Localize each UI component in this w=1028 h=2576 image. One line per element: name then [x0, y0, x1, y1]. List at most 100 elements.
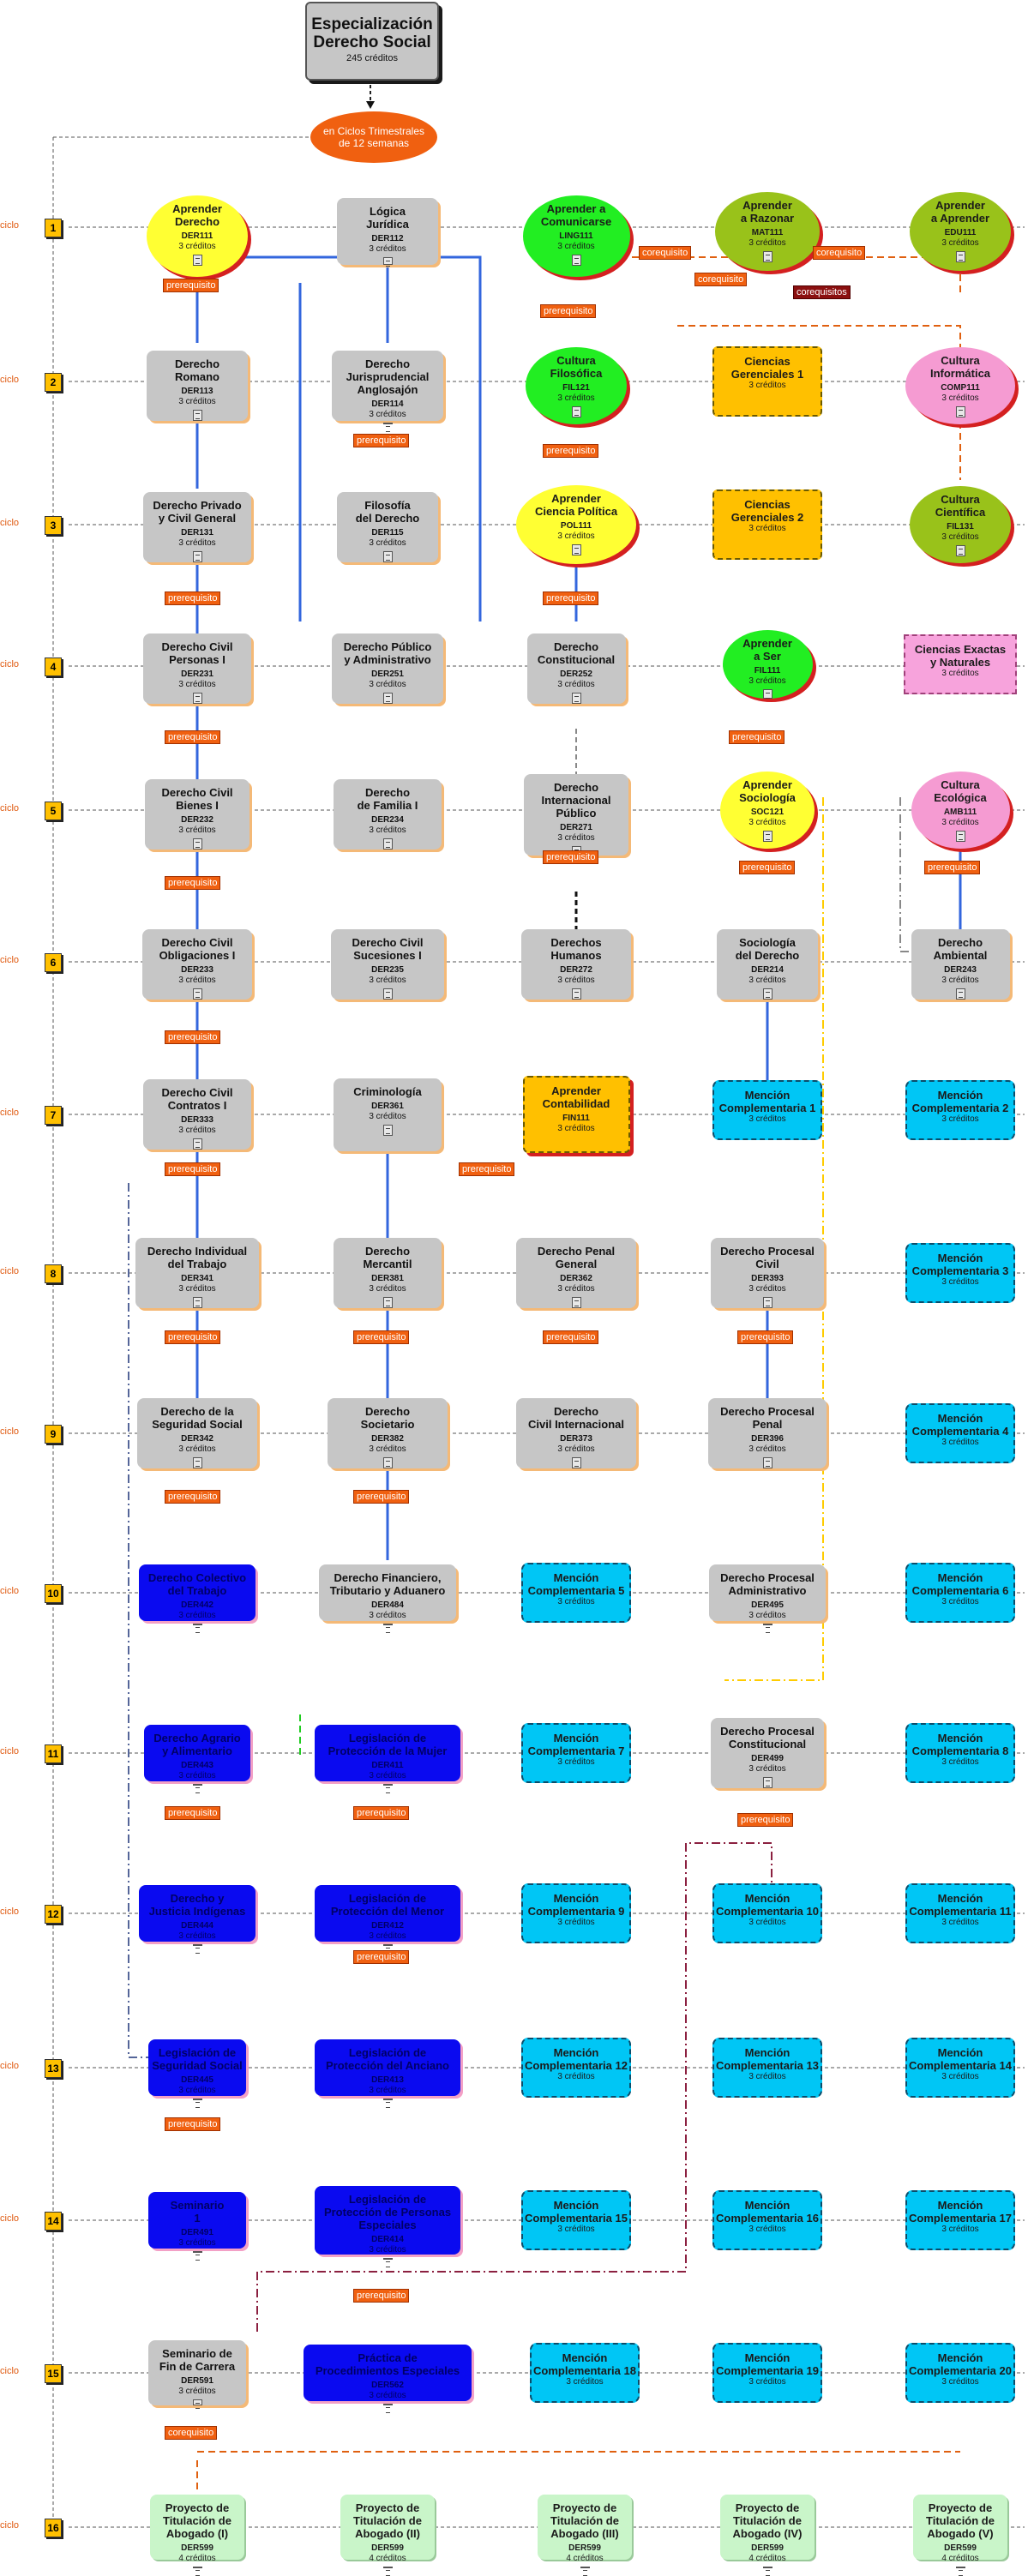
document-icon[interactable] [955, 251, 965, 262]
document-icon[interactable] [955, 988, 965, 1000]
document-icon[interactable] [571, 1457, 581, 1468]
course-node[interactable]: Derecho Financiero,Tributario y Aduanero… [319, 1564, 456, 1633]
document-icon[interactable] [382, 1944, 393, 1954]
document-icon[interactable] [192, 1624, 202, 1633]
document-icon[interactable] [382, 2404, 393, 2413]
document-icon[interactable] [192, 1784, 202, 1793]
document-icon[interactable] [571, 1297, 581, 1308]
document-icon[interactable] [192, 2251, 202, 2261]
document-icon[interactable] [382, 2099, 393, 2108]
document-icon[interactable] [382, 1624, 393, 1633]
document-icon[interactable] [762, 2567, 773, 2576]
document-icon[interactable] [571, 988, 581, 1000]
document-icon[interactable] [762, 1624, 773, 1633]
document-icon[interactable] [382, 1297, 393, 1308]
document-icon[interactable] [192, 254, 202, 266]
document-icon[interactable] [571, 406, 581, 417]
document-icon[interactable] [192, 988, 202, 1000]
document-icon[interactable] [955, 545, 965, 556]
document-icon[interactable] [192, 551, 202, 562]
document-icon[interactable] [382, 838, 393, 850]
document-icon[interactable] [571, 693, 581, 704]
document-icon[interactable] [762, 1297, 773, 1308]
document-icon[interactable] [382, 1784, 393, 1793]
document-icon[interactable] [192, 2099, 202, 2108]
document-icon[interactable] [382, 1457, 393, 1468]
document-icon[interactable] [762, 689, 773, 699]
document-icon[interactable] [382, 988, 393, 1000]
document-icon[interactable] [955, 406, 965, 417]
document-icon[interactable] [192, 2567, 202, 2576]
document-icon[interactable] [382, 423, 393, 432]
document-icon[interactable] [192, 838, 202, 850]
document-icon[interactable] [571, 544, 581, 555]
document-icon[interactable] [382, 551, 393, 562]
document-icon[interactable] [192, 1138, 202, 1150]
document-icon[interactable] [762, 251, 773, 262]
document-icon[interactable] [382, 2258, 393, 2267]
document-icon[interactable] [192, 1944, 202, 1954]
document-icon[interactable] [762, 988, 773, 1000]
document-icon[interactable] [955, 2567, 965, 2576]
document-icon[interactable] [192, 410, 202, 421]
document-icon[interactable] [192, 1297, 202, 1308]
